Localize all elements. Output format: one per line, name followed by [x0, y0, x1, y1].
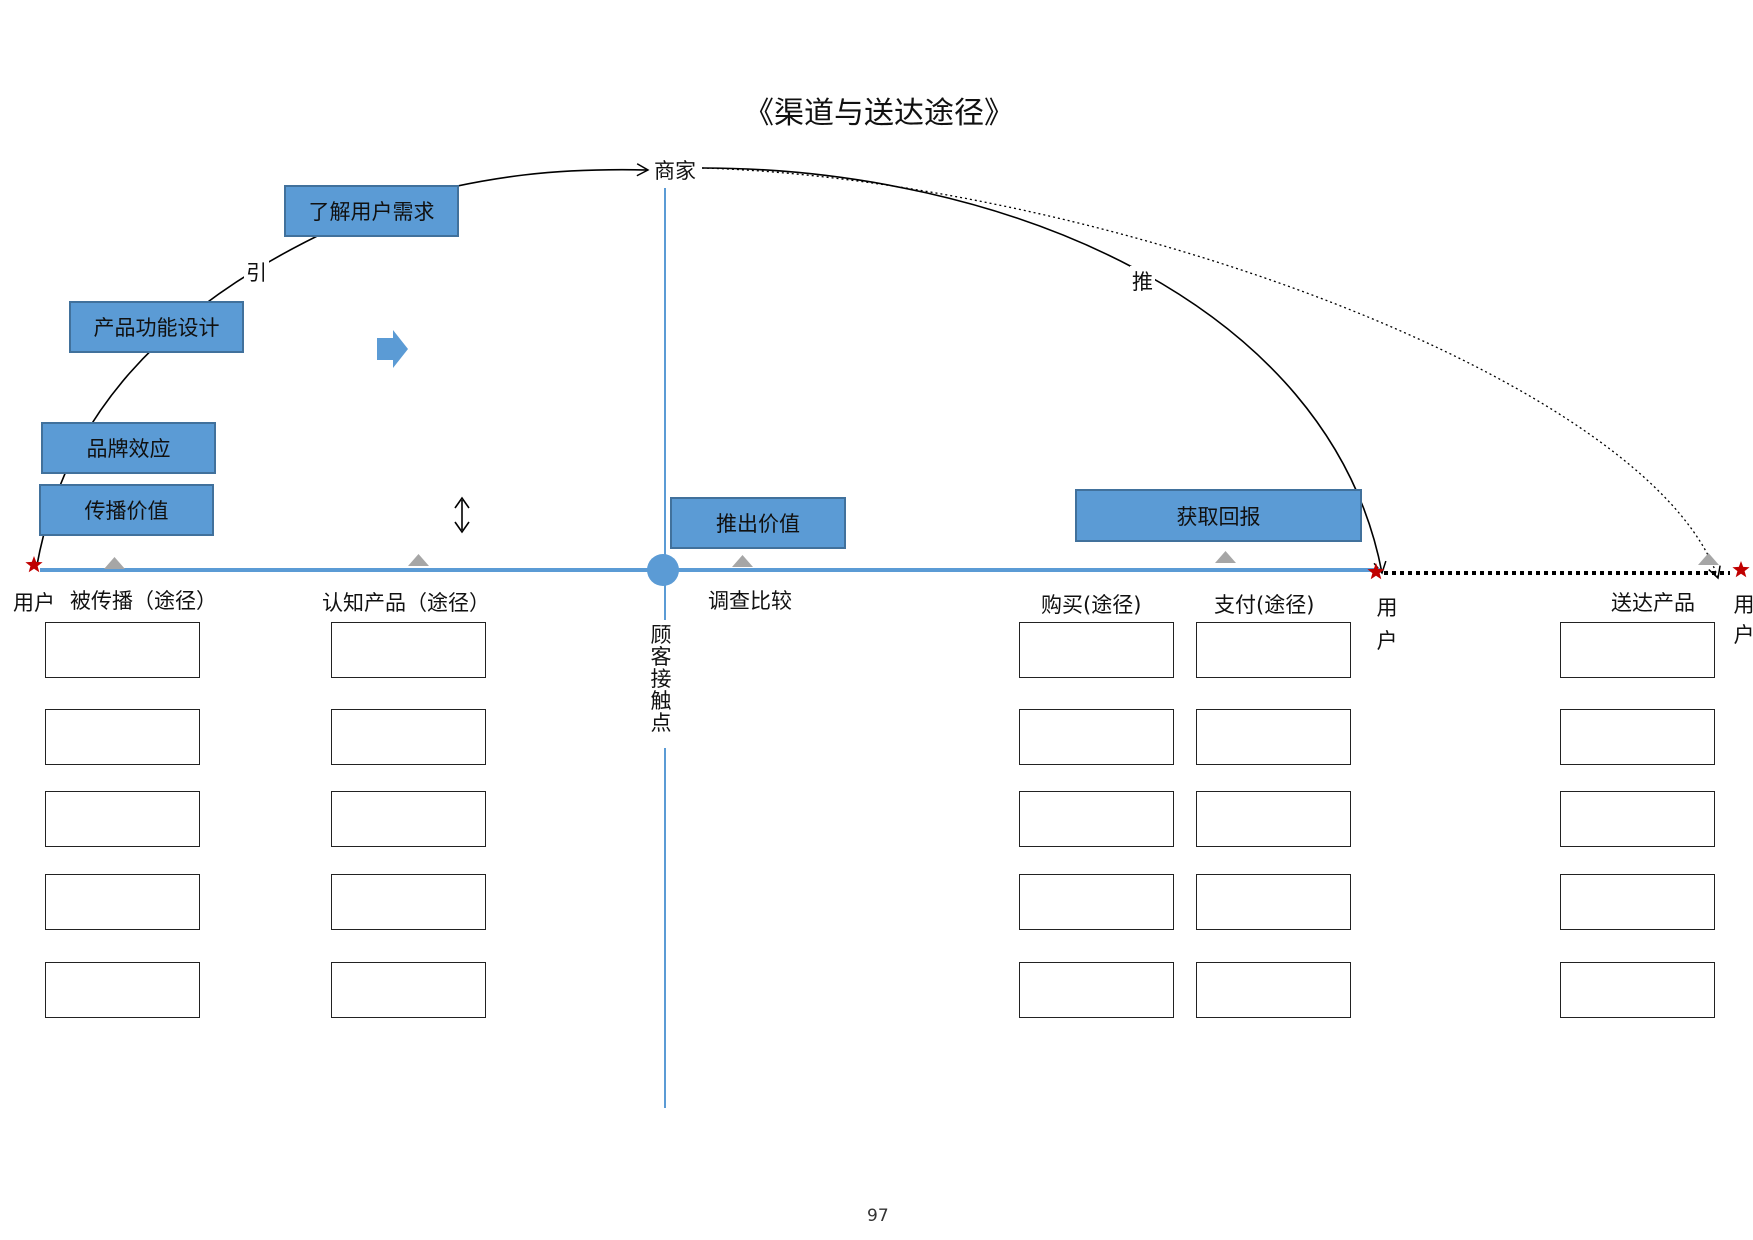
empty-box	[1560, 791, 1715, 847]
empty-box	[1019, 622, 1174, 678]
stage-user-start: 用户	[13, 591, 55, 615]
star-icon	[1367, 563, 1385, 580]
empty-box	[1560, 709, 1715, 765]
empty-box	[1560, 962, 1715, 1018]
stage-spread: 被传播（途径）	[70, 589, 217, 613]
empty-box	[331, 962, 486, 1018]
stage-user-end: 用户	[1733, 593, 1753, 647]
understand-user-needs-box: 了解用户需求	[284, 185, 459, 237]
star-icon	[1732, 561, 1750, 578]
triangle-marker-icon	[1215, 551, 1236, 563]
empty-box	[1019, 791, 1174, 847]
triangle-marker-icon	[1698, 553, 1719, 565]
empty-box	[331, 791, 486, 847]
page-title: 《渠道与送达途径》	[744, 96, 1014, 131]
stage-purchase: 购买(途径)	[1041, 593, 1142, 617]
empty-box	[1196, 622, 1351, 678]
empty-box	[1560, 622, 1715, 678]
triangle-marker-icon	[104, 557, 125, 569]
empty-box	[1019, 709, 1174, 765]
blue-arrow-icon	[377, 330, 408, 368]
delivery-arc	[701, 167, 1721, 580]
product-function-design-box: 产品功能设计	[69, 301, 244, 353]
empty-box	[1196, 962, 1351, 1018]
launch-value-box: 推出价值	[670, 497, 846, 549]
empty-box	[1019, 874, 1174, 930]
empty-box	[45, 962, 200, 1018]
empty-box	[45, 791, 200, 847]
stage-cognize: 认知产品（途径）	[322, 591, 490, 615]
brand-effect-box: 品牌效应	[41, 422, 216, 474]
empty-box	[1019, 962, 1174, 1018]
triangle-marker-icon	[732, 555, 753, 567]
touchpoint-label: 顾客接触点	[650, 623, 672, 735]
empty-box	[1196, 874, 1351, 930]
double-arrow-icon	[454, 496, 470, 534]
empty-box	[331, 874, 486, 930]
empty-box	[331, 709, 486, 765]
empty-box	[45, 709, 200, 765]
push-label: 推	[1130, 266, 1155, 296]
empty-box	[331, 622, 486, 678]
star-icon	[25, 556, 43, 573]
touchpoint-node	[647, 554, 679, 586]
empty-box	[1560, 874, 1715, 930]
stage-deliver: 送达产品	[1611, 591, 1695, 615]
page-number: 97	[867, 1206, 889, 1226]
empty-box	[1196, 709, 1351, 765]
merchant-label: 商家	[654, 159, 696, 183]
triangle-marker-icon	[408, 554, 429, 566]
get-return-box: 获取回报	[1075, 489, 1362, 542]
stage-user-mid: 用户	[1376, 596, 1398, 653]
stage-research: 调查比较	[708, 589, 792, 613]
pull-label: 引	[244, 257, 269, 287]
empty-box	[45, 622, 200, 678]
empty-box	[1196, 791, 1351, 847]
empty-box	[45, 874, 200, 930]
stage-payment: 支付(途径)	[1214, 593, 1315, 617]
spread-value-box: 传播价值	[39, 484, 214, 536]
